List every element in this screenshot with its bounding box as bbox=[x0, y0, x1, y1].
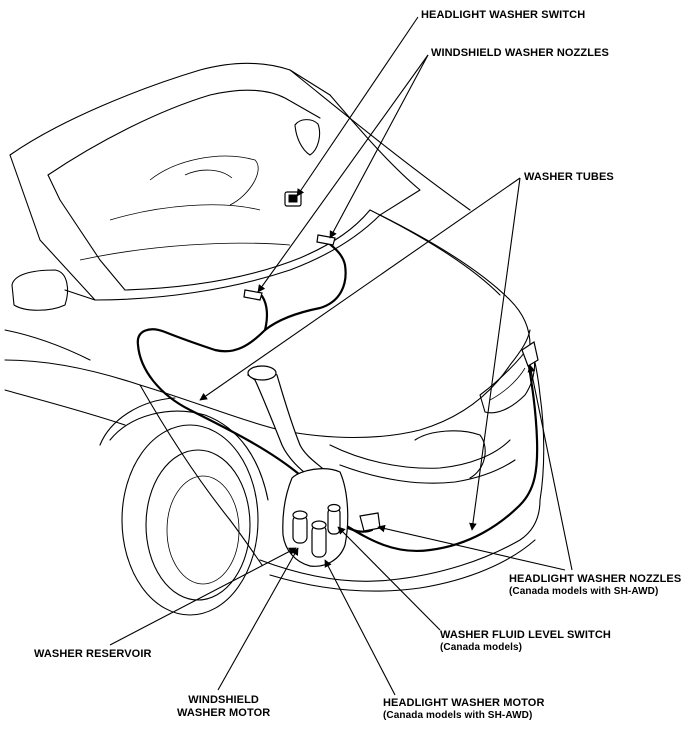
label-headlight-washer-nozzles-note: (Canada models with SH-AWD) bbox=[509, 586, 659, 597]
label-headlight-washer-motor-title: HEADLIGHT WASHER MOTOR bbox=[383, 697, 545, 709]
label-windshield-washer-motor-line1: WINDSHIELD bbox=[188, 694, 259, 706]
label-headlight-washer-motor: HEADLIGHT WASHER MOTOR (Canada models wi… bbox=[383, 697, 545, 722]
label-washer-reservoir: WASHER RESERVOIR bbox=[34, 648, 152, 660]
car-body bbox=[4, 62, 545, 616]
label-windshield-washer-motor-line2: WASHER MOTOR bbox=[177, 707, 271, 719]
label-headlight-washer-motor-note: (Canada models with SH-AWD) bbox=[383, 710, 533, 721]
label-headlight-washer-switch: HEADLIGHT WASHER SWITCH bbox=[421, 9, 586, 21]
label-windshield-washer-nozzles: WINDSHIELD WASHER NOZZLES bbox=[431, 47, 609, 59]
label-headlight-washer-nozzles-title: HEADLIGHT WASHER NOZZLES bbox=[509, 573, 682, 585]
label-headlight-washer-nozzles: HEADLIGHT WASHER NOZZLES (Canada models … bbox=[509, 573, 681, 598]
label-washer-fluid-level-switch-title: WASHER FLUID LEVEL SWITCH bbox=[440, 629, 611, 641]
components bbox=[243, 191, 539, 532]
label-washer-fluid-level-switch: WASHER FLUID LEVEL SWITCH (Canada models… bbox=[440, 629, 611, 654]
label-windshield-washer-motor: WINDSHIELD WASHER MOTOR bbox=[177, 694, 270, 720]
leader-lines bbox=[109, 16, 573, 696]
label-washer-tubes: WASHER TUBES bbox=[524, 171, 614, 183]
washer-reservoir-part bbox=[247, 365, 349, 567]
label-washer-fluid-level-switch-note: (Canada models) bbox=[440, 642, 523, 653]
